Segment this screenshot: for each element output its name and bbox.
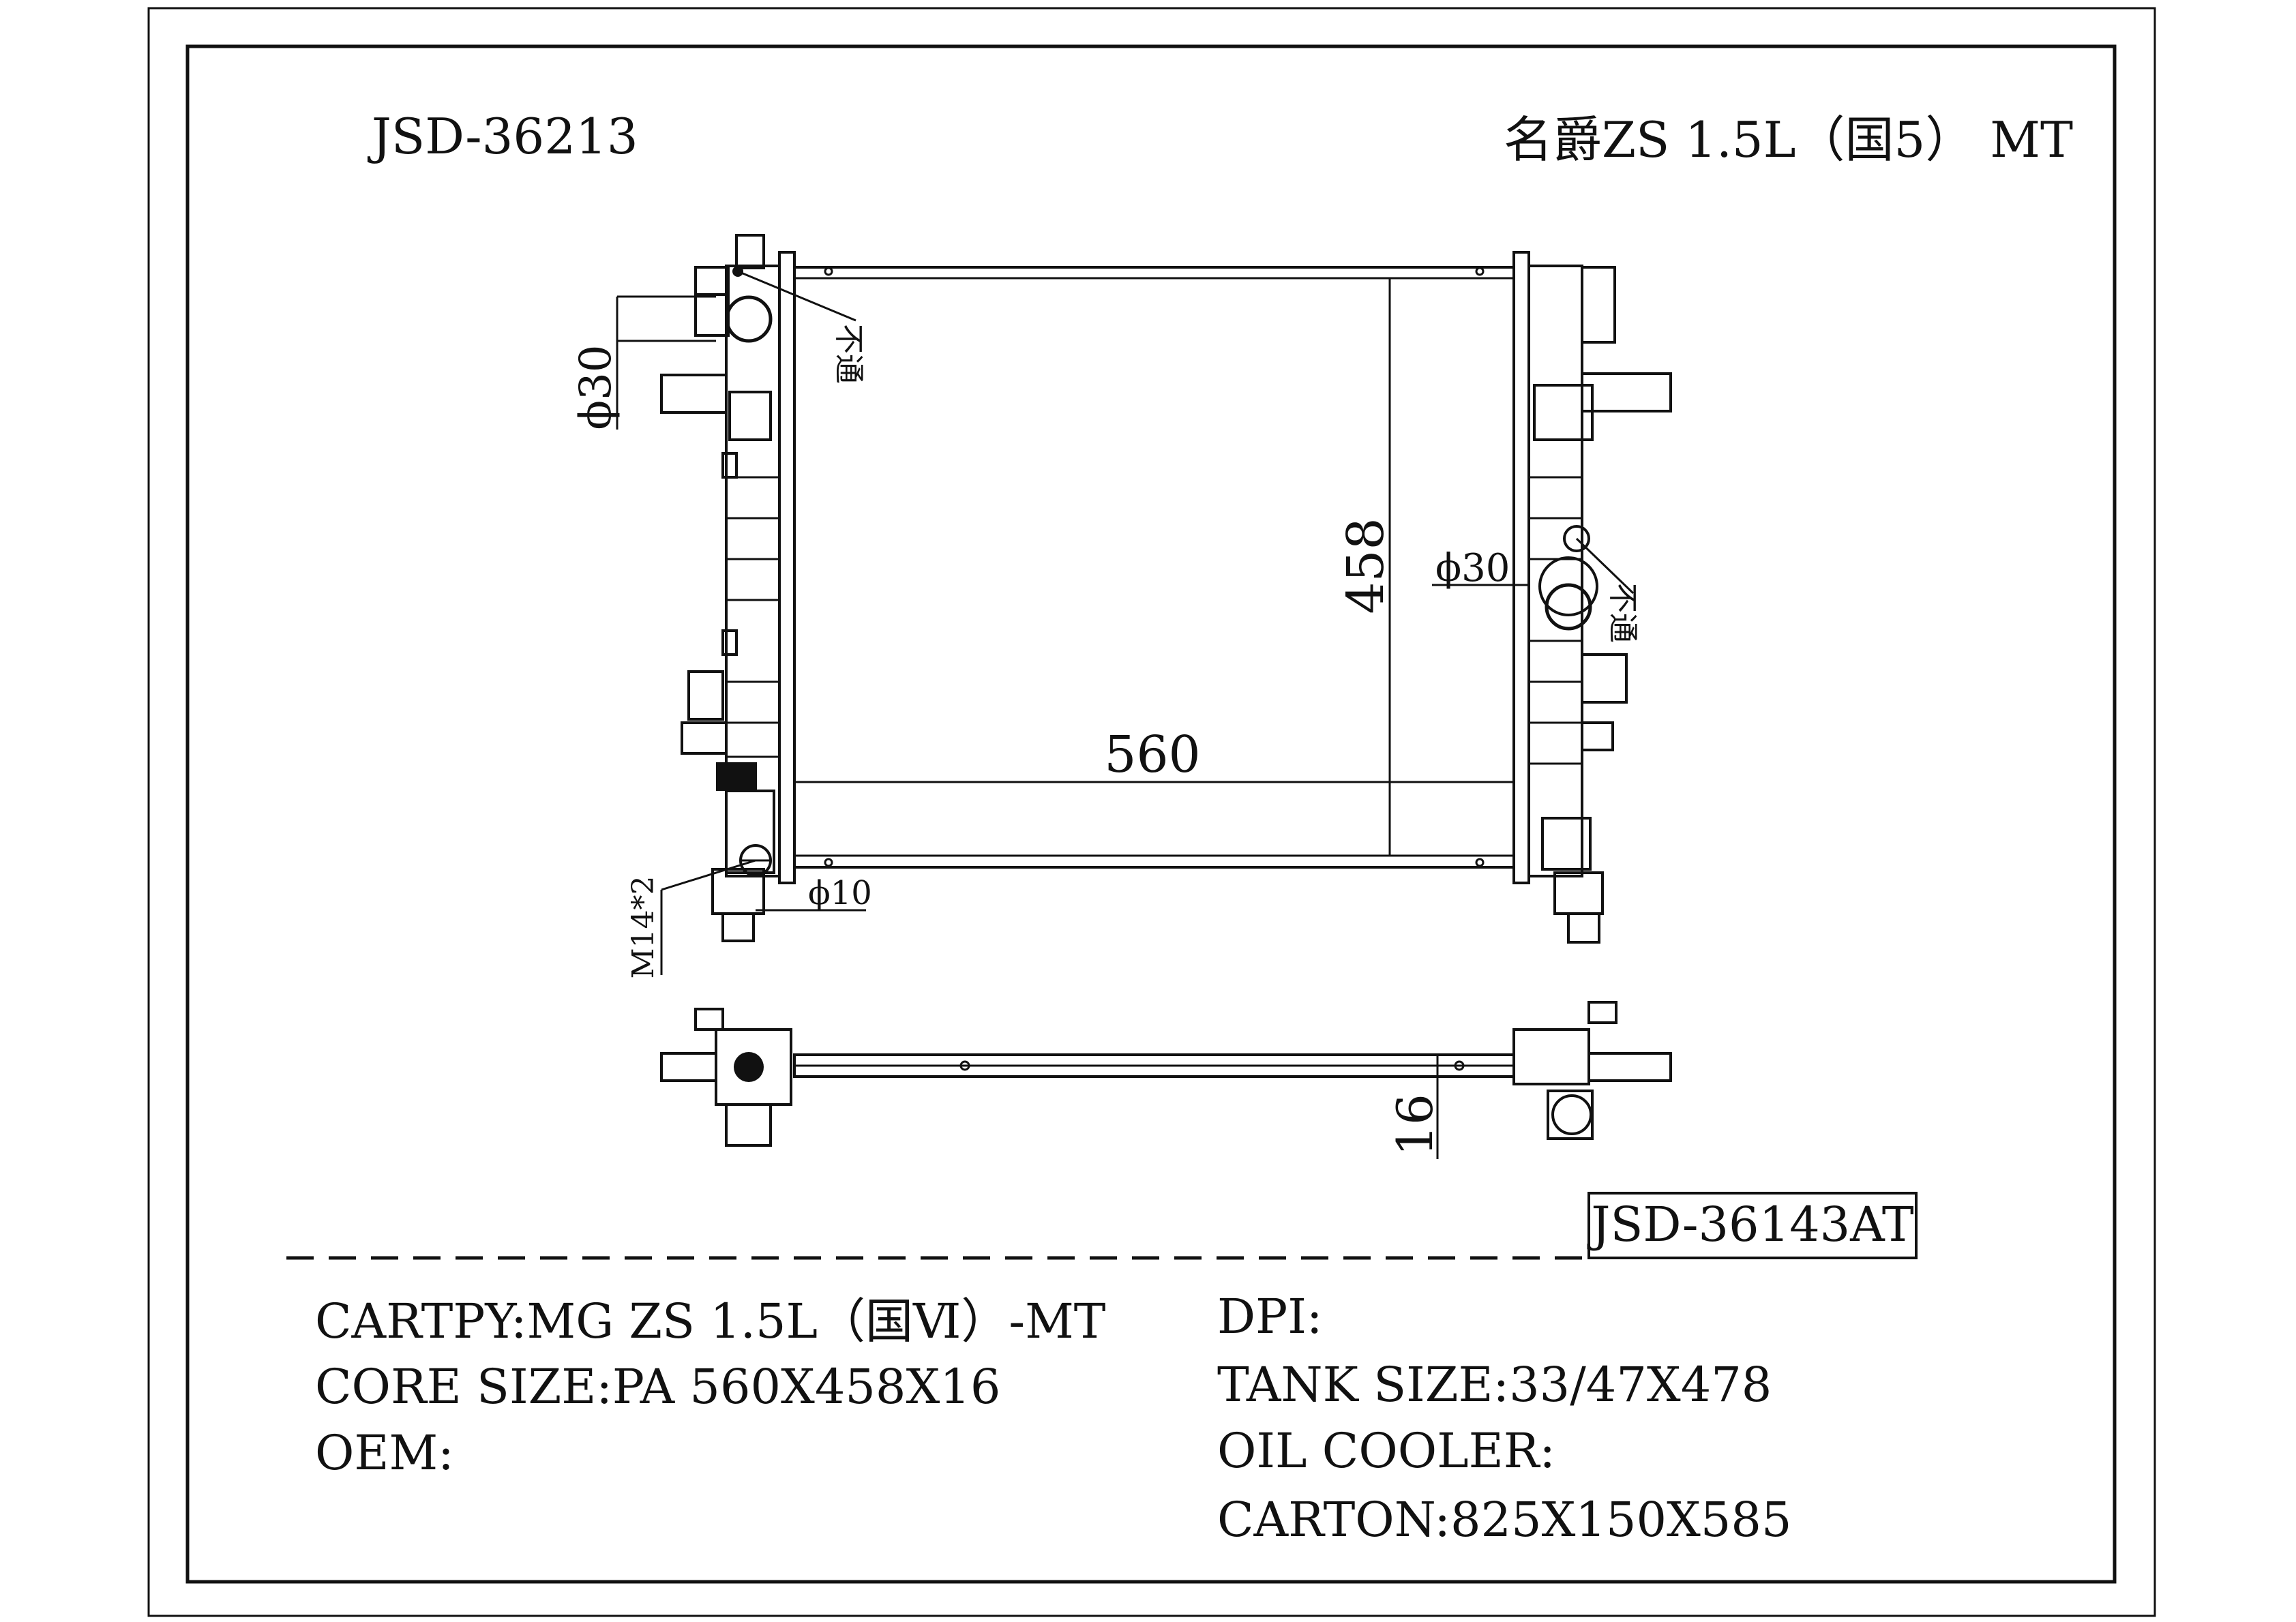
spec-core-size: CORE SIZE:PA 560X458X16	[315, 1359, 1000, 1415]
dim-core-height: 458	[1337, 517, 1395, 614]
dim-pipe-right: ϕ30	[1435, 546, 1510, 590]
dim-pipe-left: ϕ30	[571, 344, 621, 430]
part-number: JSD-36213	[367, 108, 638, 165]
vehicle-title: 名爵ZS 1.5L（国5） MT	[1504, 111, 2073, 168]
right-tank	[1512, 251, 1672, 944]
outer-border	[147, 7, 2156, 1617]
spec-tank-size: TANK SIZE:33/47X478	[1217, 1357, 1772, 1413]
spec-cartpy: CARTPY:MG ZS 1.5L（国Ⅵ）-MT	[315, 1293, 1105, 1349]
note-right: 不通	[1605, 583, 1640, 643]
spec-oem: OEM:	[315, 1425, 454, 1481]
dim-core-thickness: 16	[1386, 1094, 1444, 1156]
dim-drain: ϕ10	[808, 874, 872, 912]
left-tank	[660, 234, 796, 942]
spec-carton: CARTON:825X150X585	[1217, 1492, 1792, 1548]
side-view: 16	[660, 1001, 1672, 1159]
dim-thread: M14*2	[626, 875, 661, 978]
reference-box	[1587, 1192, 1918, 1259]
inner-border	[185, 44, 2117, 1584]
dim-core-width: 560	[1104, 725, 1200, 784]
reference-number: JSD-36143AT	[1587, 1197, 1913, 1252]
note-left: 不通	[831, 324, 866, 384]
spec-oil-cooler: OIL COOLER:	[1217, 1423, 1555, 1479]
spec-dpi: DPI:	[1217, 1289, 1322, 1345]
front-view: 560 458 ϕ30 ϕ30 不通 不通 ϕ10 M14*2	[571, 234, 1672, 979]
